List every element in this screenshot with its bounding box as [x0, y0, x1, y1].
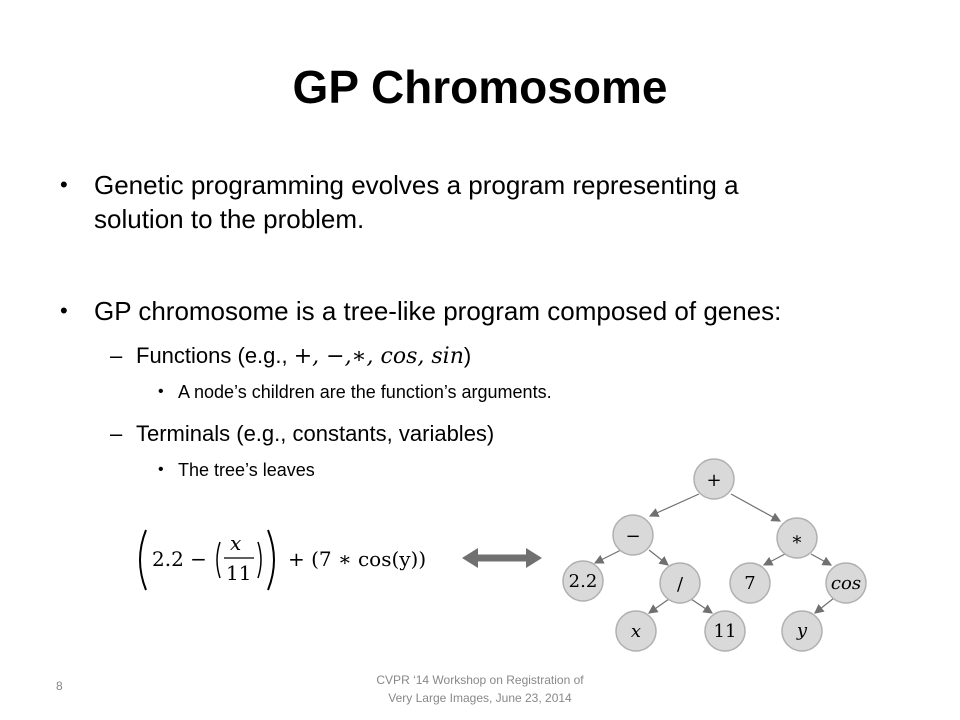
tree-node-divide: / [659, 562, 701, 604]
equivalence-arrow [462, 548, 542, 568]
edge-times-cos [810, 553, 833, 566]
node-times-label: ∗ [791, 529, 803, 550]
tree-node-times: ∗ [776, 517, 818, 559]
tree-node-y: y [781, 610, 823, 652]
node-y-label: y [796, 620, 808, 641]
dash-marker: – [110, 421, 123, 446]
functions-prefix: Functions (e.g., [136, 343, 294, 368]
small-right-paren [257, 541, 262, 579]
footer-line-1: CVPR ‘14 Workshop on Registration of [376, 673, 584, 687]
tree-edges [593, 493, 835, 614]
tree-node-minus: − [612, 514, 654, 556]
subsub-tree-leaves: • The tree’s leaves [158, 458, 315, 482]
terminals-text: Terminals (e.g., constants, variables) [136, 421, 495, 446]
tree-node-7: 7 [729, 562, 771, 604]
bullet-2-text: GP chromosome is a tree-like program com… [94, 296, 782, 326]
node-divide-label: / [677, 574, 684, 595]
tree-node-2-2: 2.2 [562, 560, 604, 602]
tree-node-11: 11 [704, 610, 746, 652]
node-plus-label: + [706, 470, 721, 491]
edge-root-times [730, 493, 782, 522]
node-11-label: 11 [714, 621, 737, 642]
footer-citation: CVPR ‘14 Workshop on Registration of Ver… [330, 671, 630, 707]
formula: 2.2 − x 11 + (7 ∗ cos(y)) [139, 529, 426, 591]
bullet-genetic-programming: • Genetic programming evolves a program … [60, 168, 739, 236]
small-left-paren [216, 541, 221, 579]
node-minus-label: − [625, 526, 640, 547]
bullet-gp-chromosome: • GP chromosome is a tree-like program c… [60, 294, 782, 328]
tree-node-cos: cos [825, 562, 867, 604]
functions-math: +, −,∗, cos, sin [293, 344, 464, 369]
bullet-dot: • [60, 298, 68, 323]
bullet-dot: • [158, 461, 164, 478]
footer-line-2: Very Large Images, June 23, 2014 [388, 691, 572, 705]
edge-root-minus [648, 493, 700, 517]
sub-terminals: – Terminals (e.g., constants, variables) [110, 420, 495, 448]
edge-minus-22 [593, 549, 622, 564]
edge-div-x [648, 598, 670, 614]
edge-times-7 [762, 553, 786, 566]
edge-div-11 [690, 598, 713, 614]
edge-cos-y [814, 597, 835, 614]
slide-number: 8 [56, 679, 63, 693]
formula-rest: + (7 ∗ cos(y)) [288, 547, 426, 571]
edge-minus-div [648, 549, 669, 566]
dash-marker: – [110, 343, 123, 368]
bullet-1-line-1: Genetic programming evolves a program re… [94, 170, 739, 200]
node-cos-label: cos [831, 573, 861, 594]
bullet-dot: • [60, 172, 68, 197]
node-2-2-label: 2.2 [569, 571, 598, 592]
formula-part-a: 2.2 − [152, 547, 207, 571]
subsub-node-children: • A node’s children are the function’s a… [158, 380, 552, 404]
big-left-paren [139, 529, 147, 591]
expression-tree: + − ∗ 2.2 / 7 cos x 11 y [562, 458, 867, 652]
formula-denominator: 11 [226, 561, 251, 585]
slide-title: GP Chromosome [292, 61, 668, 113]
tree-node-plus: + [693, 458, 735, 500]
bullet-1-line-2: solution to the problem. [94, 204, 365, 234]
big-right-paren [267, 529, 275, 591]
formula-numerator: x [230, 531, 241, 555]
node-children-text: A node’s children are the function’s arg… [178, 382, 552, 402]
node-x-label: x [631, 621, 641, 642]
sub-functions: – Functions (e.g., +, −,∗, cos, sin) [110, 342, 472, 371]
tree-node-x: x [615, 610, 657, 652]
tree-leaves-text: The tree’s leaves [178, 460, 315, 480]
bullet-dot: • [158, 383, 164, 400]
functions-suffix: ) [463, 343, 472, 368]
node-7-label: 7 [744, 573, 755, 594]
